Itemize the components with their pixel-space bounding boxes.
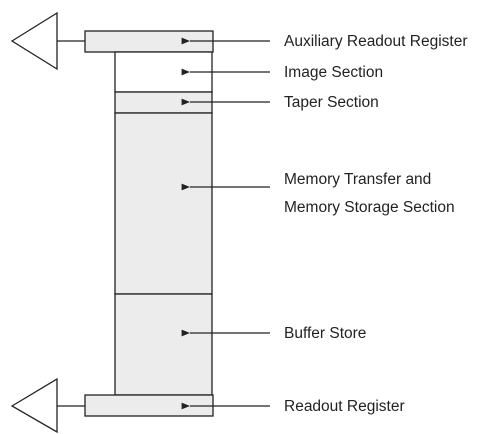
image-section-label: Image Section	[284, 64, 383, 81]
readout-register-label: Readout Register	[284, 398, 405, 415]
buffer-store-label: Buffer Store	[284, 325, 366, 342]
top-output-amplifier	[10, 11, 85, 71]
auxiliary-readout-register-label: Auxiliary Readout Register	[284, 33, 468, 50]
buffer-store-box	[114, 293, 213, 396]
memory-section-label-line2: Memory Storage Section	[284, 199, 455, 216]
bottom-output-amplifier	[10, 377, 85, 434]
memory-section-label-line1: Memory Transfer and	[284, 171, 431, 188]
taper-section-label: Taper Section	[284, 94, 379, 111]
output-amplifier-triangle-icon	[10, 11, 58, 71]
memory-storage-section-box	[114, 112, 213, 295]
output-amplifier-triangle-icon	[10, 377, 58, 434]
